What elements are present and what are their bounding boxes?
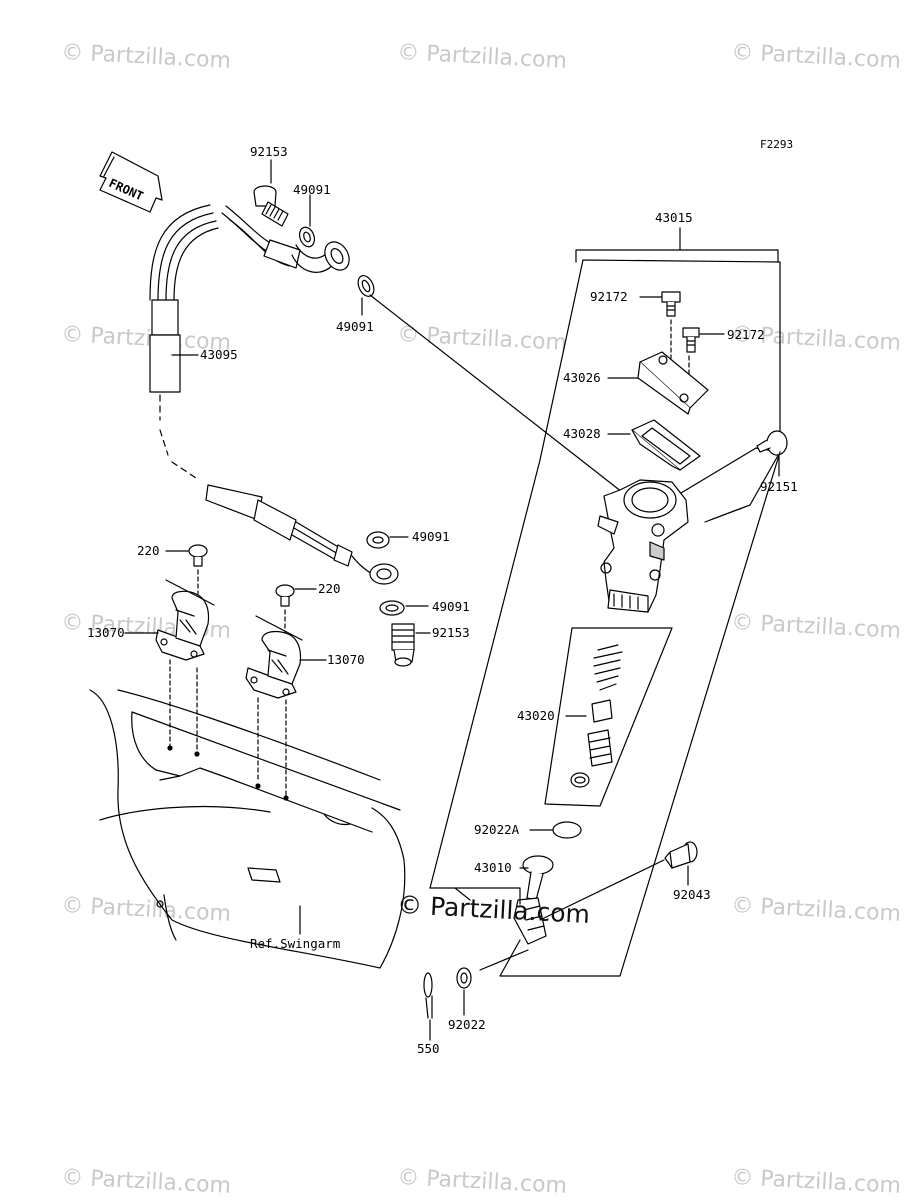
washer-49091-b xyxy=(357,275,375,297)
part-label-49091[interactable]: 49091 xyxy=(432,599,470,614)
bolt-220-a xyxy=(188,544,208,567)
piston-seal xyxy=(570,699,613,788)
piston-kit-43020-box xyxy=(544,627,673,807)
part-label-92172[interactable]: 92172 xyxy=(727,327,765,342)
reference-label-swingarm: Ref.Swingarm xyxy=(250,936,341,951)
clamp-13070-a xyxy=(155,590,210,661)
banjo-fitting-top xyxy=(291,241,350,273)
push-rod-43010 xyxy=(513,855,554,945)
clamp-13070-b xyxy=(245,630,302,699)
part-label-49091[interactable]: 49091 xyxy=(293,182,331,197)
washer-49091-a xyxy=(298,226,316,248)
part-label-13070[interactable]: 13070 xyxy=(327,652,365,667)
part-label-43028[interactable]: 43028 xyxy=(563,426,601,441)
swingarm-outline xyxy=(89,689,406,969)
front-arrow-icon: FRONT xyxy=(99,151,163,213)
part-label-550[interactable]: 550 xyxy=(417,1041,440,1056)
cotter-pin-550 xyxy=(423,972,433,1019)
washer-49091-d xyxy=(379,600,405,616)
part-label-92153[interactable]: 92153 xyxy=(250,144,288,159)
banjo-bolt-92153-bottom xyxy=(391,623,415,667)
part-label-49091[interactable]: 49091 xyxy=(336,319,374,334)
banjo-bolt-92153-top xyxy=(253,185,289,227)
part-label-43020[interactable]: 43020 xyxy=(517,708,555,723)
figure-code: F2293 xyxy=(760,138,794,151)
part-label-43015[interactable]: 43015 xyxy=(655,210,693,225)
part-label-13070[interactable]: 13070 xyxy=(87,625,125,640)
diaphragm-43028 xyxy=(631,419,701,471)
part-label-43095[interactable]: 43095 xyxy=(200,347,238,362)
part-label-92151[interactable]: 92151 xyxy=(760,479,798,494)
bolt-220-b xyxy=(275,584,295,607)
part-label-92043[interactable]: 92043 xyxy=(673,887,711,902)
bolt-92172-a xyxy=(661,291,681,317)
master-cylinder-body xyxy=(597,479,689,613)
part-label-92153[interactable]: 92153 xyxy=(432,625,470,640)
clevis-pin-92043 xyxy=(664,841,698,869)
reservoir-cap-43026 xyxy=(637,351,709,415)
part-label-92022[interactable]: 92022 xyxy=(448,1017,486,1032)
part-label-92022A[interactable]: 92022A xyxy=(474,822,520,837)
bolt-92172-b xyxy=(682,327,700,353)
part-label-43026[interactable]: 43026 xyxy=(563,370,601,385)
circlip-92022A xyxy=(552,821,582,839)
spring xyxy=(593,644,623,691)
brake-hose-43095 xyxy=(149,204,353,567)
washer-49091-c xyxy=(366,531,390,549)
part-label-49091[interactable]: 49091 xyxy=(412,529,450,544)
banjo-fitting-bottom xyxy=(351,555,399,585)
part-label-220[interactable]: 220 xyxy=(137,543,160,558)
screw-92151 xyxy=(756,430,788,456)
washer-92022 xyxy=(456,967,472,989)
part-label-92172[interactable]: 92172 xyxy=(590,289,628,304)
part-label-43010[interactable]: 43010 xyxy=(474,860,512,875)
part-label-220[interactable]: 220 xyxy=(318,581,341,596)
